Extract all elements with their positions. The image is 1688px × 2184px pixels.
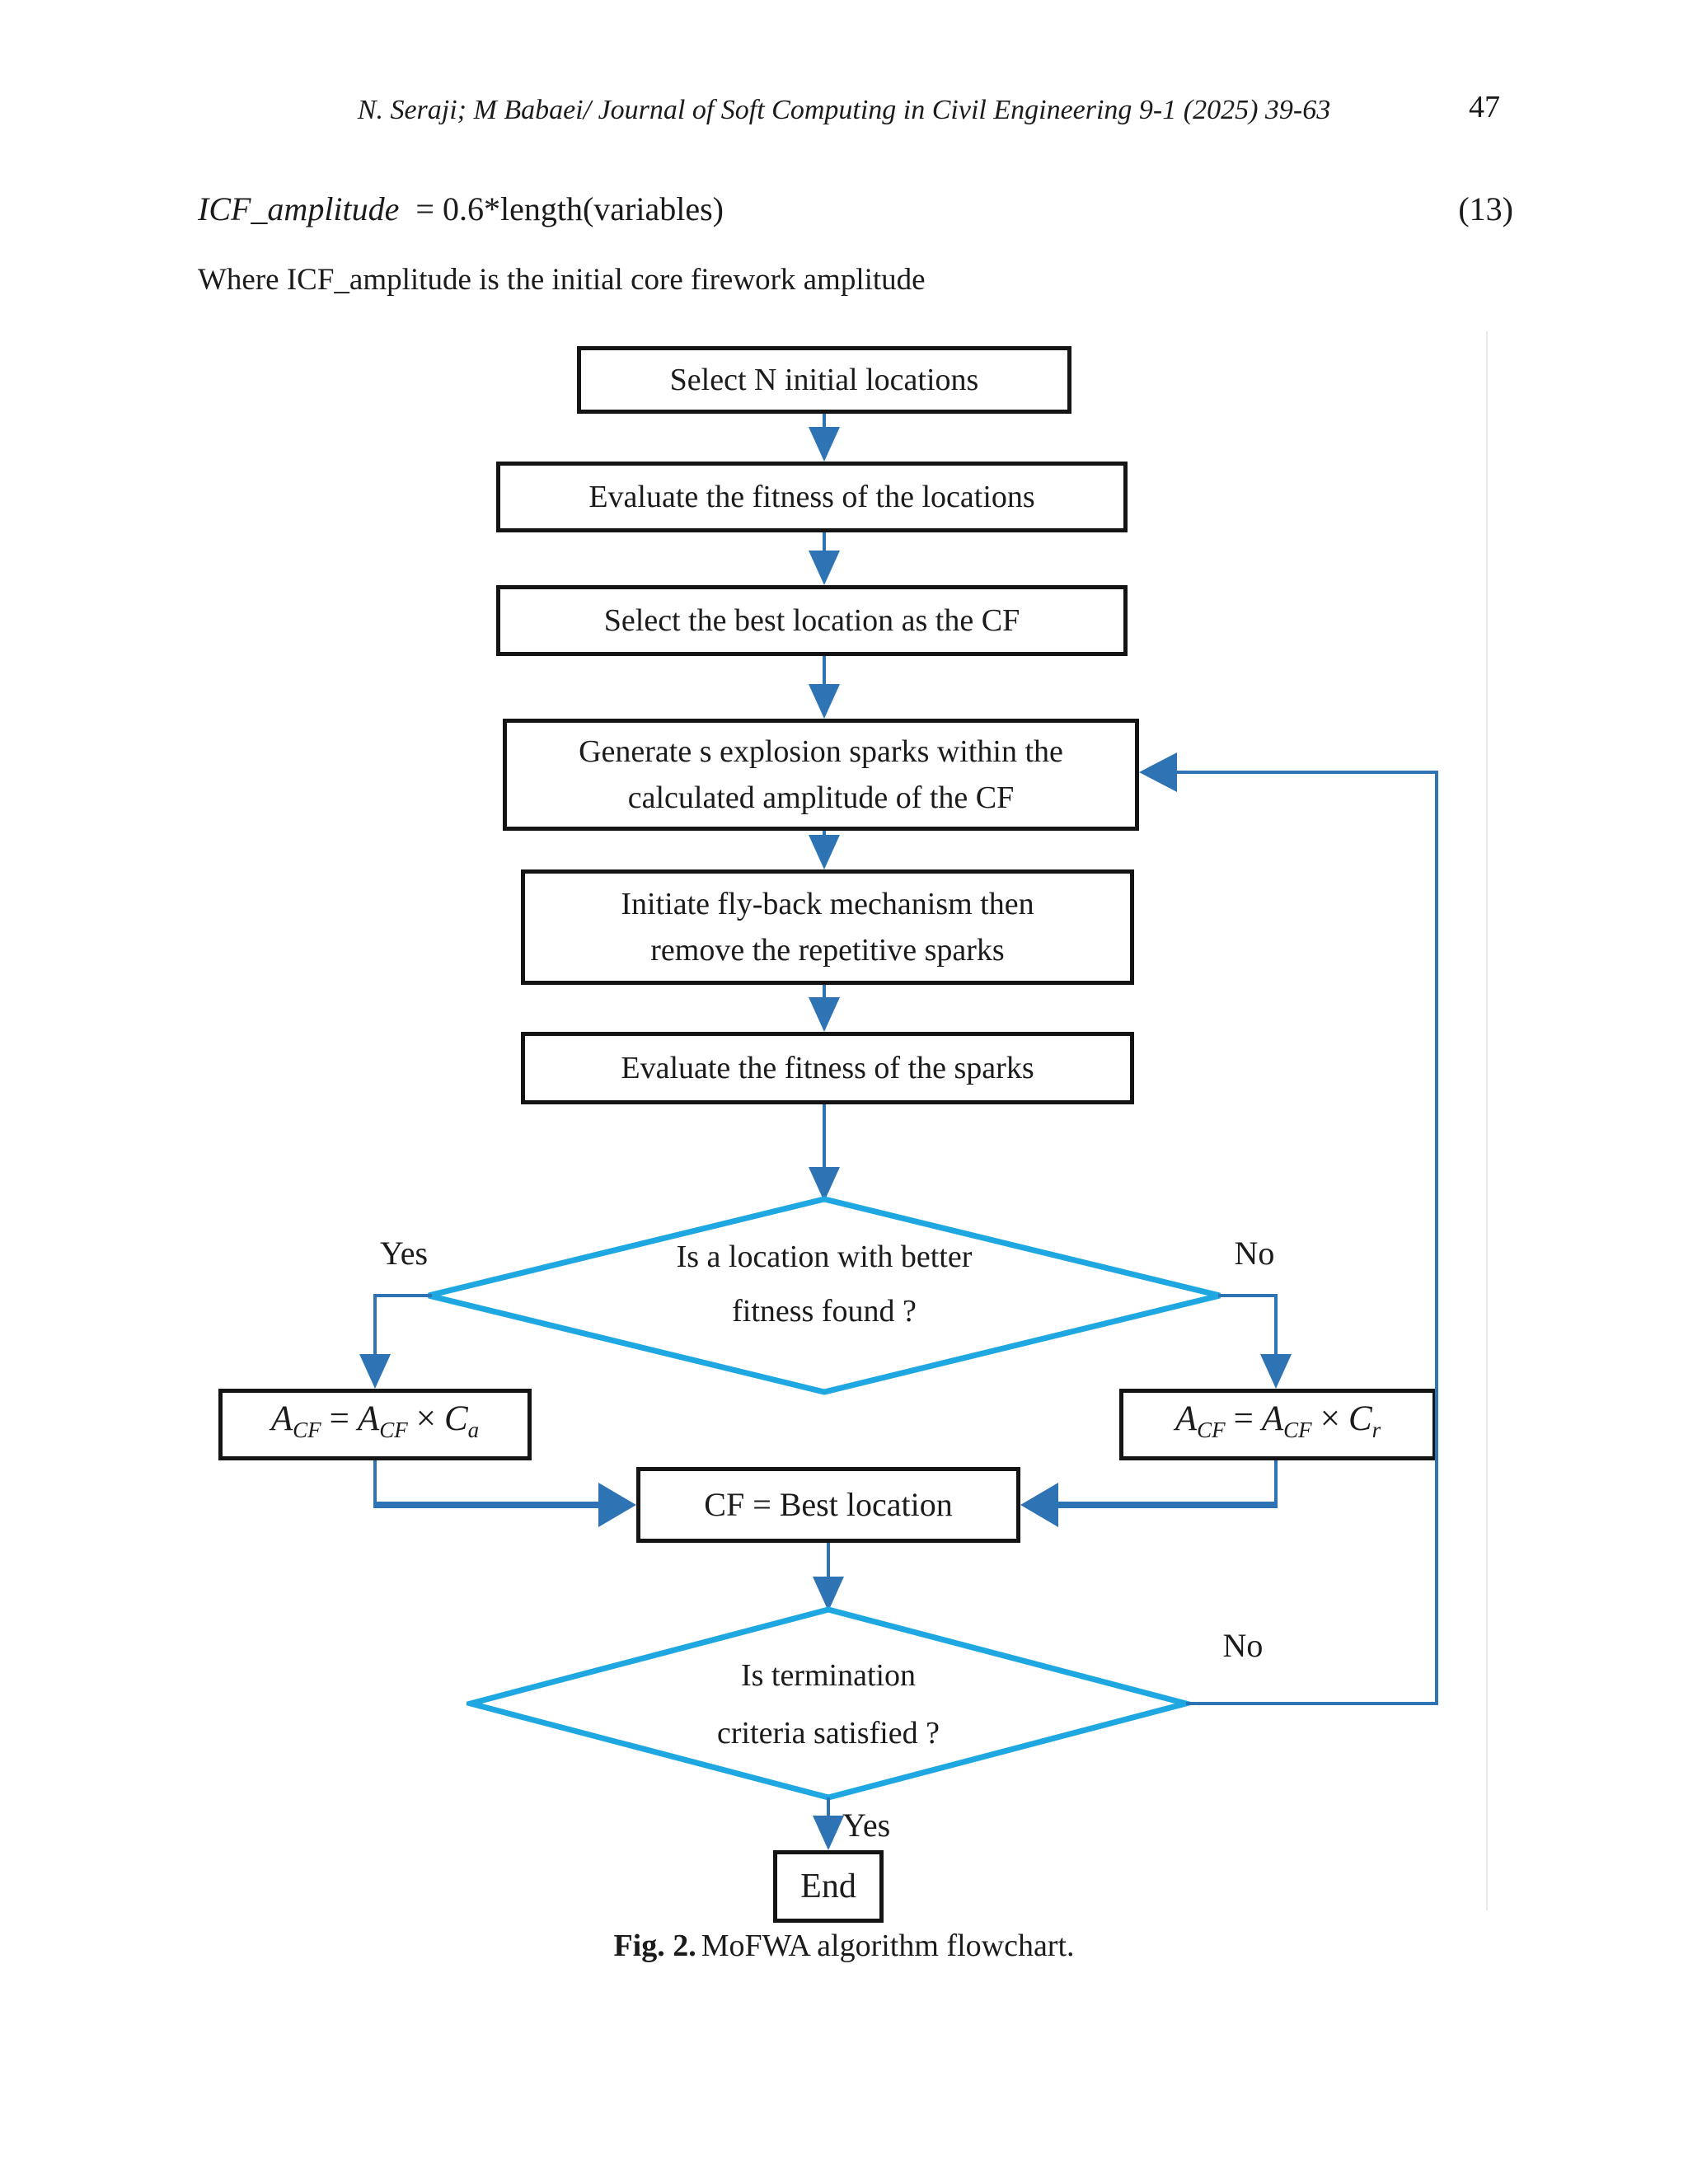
step-label-line2: calculated amplitude of the CF [627,780,1015,815]
math-equals: = [1233,1399,1254,1438]
connector-line [827,1543,830,1578]
arrowhead-down-icon [809,551,840,585]
connector-line [1218,1294,1278,1297]
amplitude-update-amplification-box: ACF=ACF×Ca [218,1389,532,1460]
math-A1-sub: CF [293,1418,321,1442]
label-yes-termination: Yes [842,1807,891,1844]
step-evaluate-location-fitness: Evaluate the fitness of the locations [496,462,1128,532]
math-C-sub: r [1372,1418,1381,1442]
label-no-termination: No [1222,1627,1264,1664]
step-label: Select the best location as the CF [603,603,1020,638]
arrowhead-down-icon [359,1354,391,1389]
step-label: Evaluate the fitness of the sparks [621,1051,1034,1085]
step-label: Evaluate the fitness of the locations [588,480,1035,514]
math-A2: A [357,1399,380,1438]
math-C-sub: a [467,1418,480,1442]
decision-line2: criteria satisfied ? [716,1716,940,1750]
step-label-line1: Generate s explosion sparks within the [579,734,1063,769]
equation-rhs: = 0.6*length(variables) [415,190,724,227]
figure-caption-text: MoFWA algorithm flowchart. [701,1929,1075,1963]
running-title: N. Seraji; M Babaei/ Journal of Soft Com… [357,95,1331,125]
equation-lhs: ICF_amplitude [198,190,400,227]
arrowhead-down-icon [809,835,840,869]
equation-13: ICF_amplitude = 0.6*length(variables) [198,188,724,231]
arrowhead-left-icon [1139,752,1177,792]
decision-line1: Is a location with better [676,1240,973,1274]
step-label: CF = Best location [704,1486,953,1523]
arrowhead-down-icon [813,1816,844,1850]
step-select-initial-locations: Select N initial locations [577,346,1071,414]
step-label: End [800,1868,856,1905]
connector-line [823,831,826,837]
math-A1: A [1175,1399,1198,1438]
decision-better-fitness-text: Is a location with better fitness found … [536,1230,1113,1338]
diamond-shape [428,1196,1221,1395]
decision-line1: Is termination [740,1658,917,1693]
step-flyback-mechanism: Initiate fly-back mechanism then remove … [521,869,1134,985]
step-label: Select N initial locations [669,363,979,397]
connector-line [823,532,826,552]
math-C: C [1348,1399,1372,1438]
figure-caption-label: Fig. 2. [613,1929,696,1963]
connector-line [1274,1460,1278,1503]
connector-line [823,414,826,429]
connector-line [823,656,826,686]
arrowhead-down-icon [809,427,840,462]
connector-line [373,1502,598,1508]
figure-boundary-line [1486,331,1488,1910]
step-cf-best-location: CF = Best location [636,1467,1020,1543]
step-generate-explosion-sparks: Generate s explosion sparks within the c… [503,719,1139,831]
label-yes-better-fitness: Yes [379,1235,429,1272]
decision-line2: fitness found ? [732,1294,917,1329]
connector-line [1435,771,1438,1705]
math-A2: A [1261,1399,1284,1438]
math-equals: = [329,1399,349,1438]
math-C: C [443,1399,468,1438]
connector-line [827,1797,830,1817]
math-expression: ACF=ACF×Cr [1175,1400,1381,1449]
connector-line [373,1294,377,1356]
math-expression: ACF=ACF×Ca [271,1400,479,1449]
arrowhead-left-icon [1020,1483,1058,1527]
amplitude-update-reduction-box: ACF=ACF×Cr [1119,1389,1437,1460]
arrowhead-down-icon [809,684,840,719]
connector-line [1274,1294,1278,1356]
connector-line [1177,771,1435,774]
math-A2-sub: CF [1283,1418,1312,1442]
equation-number: (13) [1458,190,1513,227]
step-label-line2: remove the repetitive sparks [650,933,1005,968]
decision-better-fitness-diamond [428,1196,1221,1395]
page-number: 47 [1469,90,1500,124]
step-end: End [773,1850,884,1923]
label-no-better-fitness: No [1234,1235,1275,1272]
decision-termination-text: Is termination criteria satisfied ? [577,1647,1080,1762]
connector-line [823,985,826,999]
math-times: × [415,1399,436,1438]
math-times: × [1320,1399,1340,1438]
arrowhead-down-icon [1260,1354,1292,1389]
connector-line [375,1294,432,1297]
arrowhead-right-icon [598,1483,636,1527]
step-label-line1: Initiate fly-back mechanism then [621,887,1034,921]
arrowhead-down-icon [809,1167,840,1202]
step-select-best-location-cf: Select the best location as the CF [496,585,1128,656]
connector-line [1058,1502,1278,1508]
arrowhead-down-icon [813,1577,844,1611]
math-A1: A [270,1399,293,1438]
arrowhead-down-icon [809,997,840,1032]
math-A1-sub: CF [1197,1418,1226,1442]
step-evaluate-spark-fitness: Evaluate the fitness of the sparks [521,1032,1134,1104]
connector-line [1186,1702,1437,1705]
connector-line [373,1460,377,1503]
equation-note: Where ICF_amplitude is the initial core … [198,263,926,297]
connector-line [823,1104,826,1169]
math-A2-sub: CF [379,1418,408,1442]
figure-caption: Fig. 2.MoFWA algorithm flowchart. [0,1925,1688,1966]
